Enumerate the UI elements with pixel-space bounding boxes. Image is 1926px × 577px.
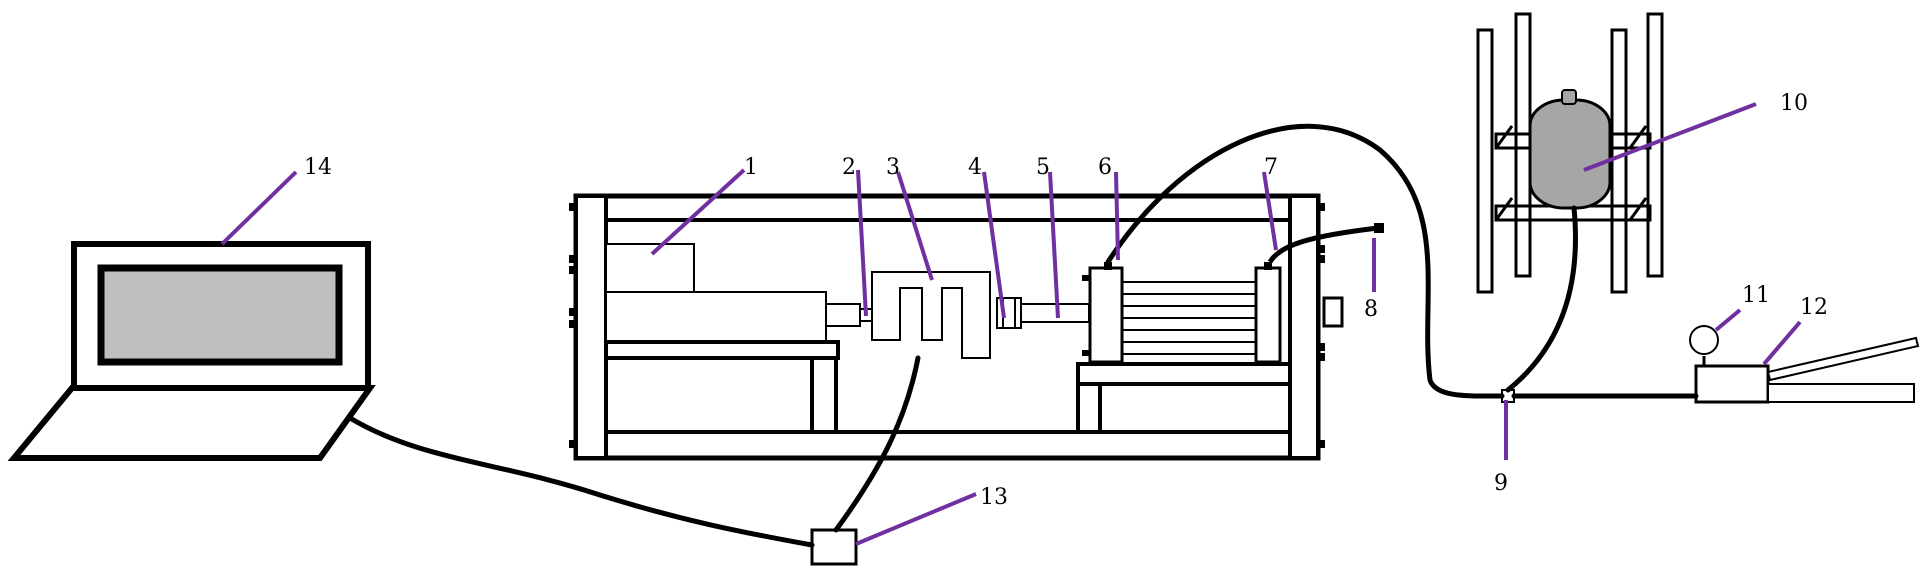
- leader-line: [1114, 171, 1120, 261]
- bolt: [1318, 343, 1325, 351]
- label-2: 2: [842, 155, 856, 180]
- number-labels: 1 2 3 4 5 6 7 8 9 10 11 12 13 14: [304, 91, 1828, 510]
- hand-pump: [1689, 325, 1920, 404]
- pump-handle: [1766, 336, 1920, 382]
- leader-line: [1048, 171, 1060, 319]
- load-rod: [1020, 303, 1090, 323]
- rack-brace: [1494, 197, 1514, 221]
- right-table-top: [1076, 362, 1292, 386]
- drive-unit-shaft: [825, 303, 861, 327]
- bolt: [569, 266, 576, 274]
- rack-brace: [1628, 125, 1648, 149]
- cylinder-rear-flange: [1254, 266, 1282, 364]
- leader-line: [220, 170, 298, 246]
- frame-left-post: [574, 194, 608, 460]
- frame-right-post: [1288, 194, 1320, 460]
- bolt: [1318, 203, 1325, 211]
- storage-tank: [1528, 98, 1612, 210]
- bolt: [1318, 353, 1325, 361]
- hydraulic-hose-tank: [1505, 205, 1578, 393]
- frame-end-fitting: [1322, 296, 1344, 328]
- pressure-gauge: [1689, 325, 1719, 355]
- label-9: 9: [1494, 471, 1508, 496]
- label-6: 6: [1098, 155, 1112, 180]
- leader-line: [650, 168, 746, 256]
- left-table: [604, 340, 840, 434]
- leader-line: [982, 171, 1006, 319]
- leader-line: [1262, 171, 1278, 251]
- rack-shelf: [1494, 204, 1652, 222]
- bolt: [569, 440, 576, 448]
- tank-rack: [1476, 12, 1664, 294]
- leader-line: [1762, 320, 1802, 366]
- right-table: [1076, 362, 1292, 434]
- bolt: [1318, 440, 1325, 448]
- label-14: 14: [304, 155, 332, 180]
- data-acquisition-box: [810, 528, 858, 566]
- signal-cable-laptop: [347, 415, 815, 548]
- label-10: 10: [1780, 91, 1808, 116]
- bolt: [1318, 245, 1325, 253]
- left-table-top: [604, 340, 840, 360]
- label-3: 3: [886, 155, 900, 180]
- cylinder-port: [1104, 262, 1112, 270]
- laptop-keyboard-base: [7, 385, 376, 461]
- label-7: 7: [1264, 155, 1278, 180]
- leader-line: [896, 171, 934, 281]
- rack-brace: [1494, 125, 1514, 149]
- cylinder-port: [1264, 262, 1272, 270]
- bolt: [569, 320, 576, 328]
- leader-line: [1714, 308, 1742, 332]
- label-12: 12: [1800, 295, 1828, 320]
- left-table-leg: [810, 356, 838, 434]
- label-1: 1: [744, 155, 758, 180]
- leader-lines: [220, 102, 1802, 546]
- label-5: 5: [1036, 155, 1050, 180]
- laptop-screen: [97, 264, 343, 366]
- right-table-leg: [1076, 382, 1102, 434]
- bolt: [569, 203, 576, 211]
- hydraulic-hose-main: [1105, 123, 1505, 399]
- valve-pipe: [1267, 225, 1379, 264]
- leader-line: [855, 492, 977, 546]
- leader-line: [856, 169, 868, 317]
- drive-unit-body: [605, 291, 827, 343]
- bolt: [1318, 255, 1325, 263]
- drive-unit-top-box: [605, 243, 695, 293]
- laptop: [7, 241, 376, 461]
- hydraulic-cylinder: [1082, 262, 1282, 364]
- rack-post: [1514, 12, 1532, 278]
- pump-base: [1694, 364, 1770, 404]
- tank-cap: [1561, 89, 1577, 105]
- signal-cable-fixture: [833, 355, 921, 533]
- rack-post: [1476, 28, 1494, 294]
- bolt: [569, 308, 576, 316]
- label-13: 13: [980, 485, 1008, 510]
- rack-post: [1610, 28, 1628, 294]
- label-11: 11: [1742, 283, 1770, 308]
- drive-unit: [605, 243, 873, 343]
- leader-line: [1583, 102, 1757, 172]
- valve-head: [1374, 223, 1384, 233]
- rack-brace: [1628, 197, 1648, 221]
- label-8: 8: [1364, 297, 1378, 322]
- cylinder-bolt: [1082, 275, 1090, 281]
- cylinder-front-flange: [1088, 266, 1124, 364]
- pump-plate: [1767, 383, 1915, 403]
- label-4: 4: [968, 155, 982, 180]
- bolt: [569, 255, 576, 263]
- valve: [1267, 223, 1384, 264]
- cylinder-bolt: [1082, 350, 1090, 356]
- u-fixture: [871, 271, 991, 359]
